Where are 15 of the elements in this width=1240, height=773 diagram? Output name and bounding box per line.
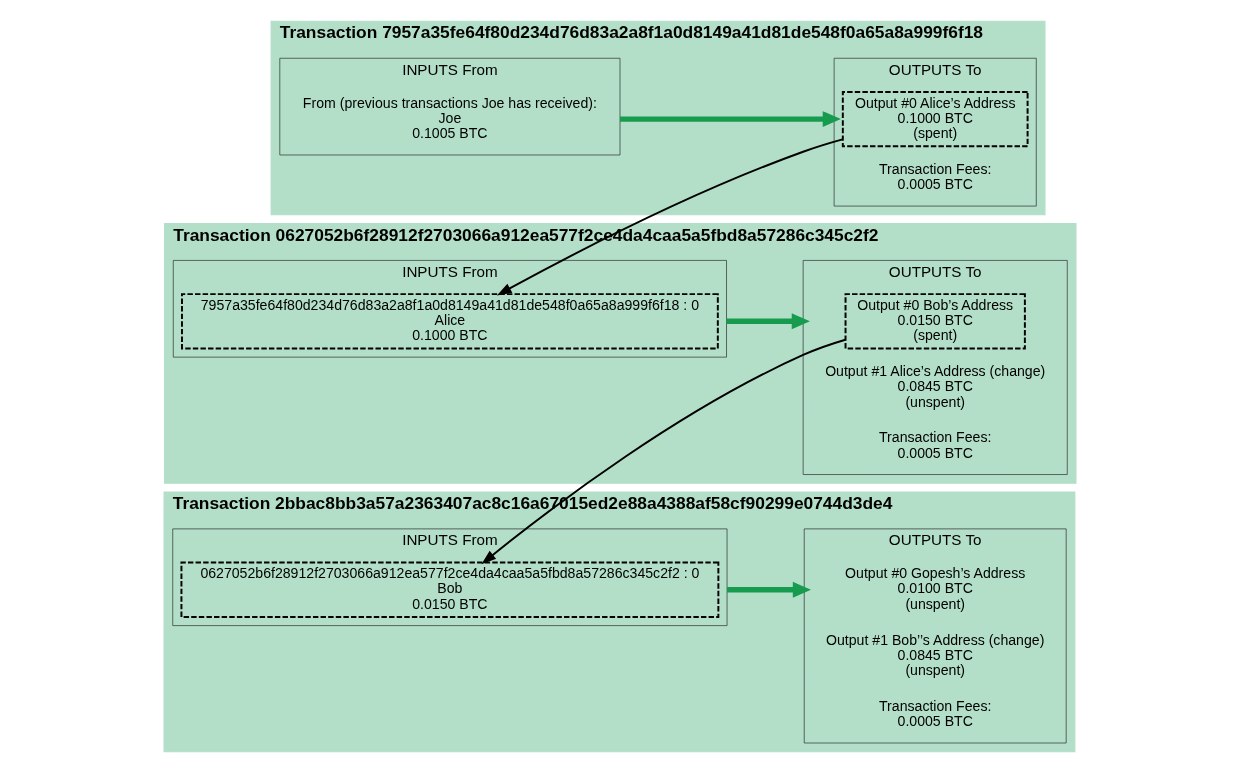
arrow: [726, 313, 810, 330]
node-box: Output #0 Alice’s Address 0.1000 BTC (spent): [841, 90, 1029, 148]
node-text: Output #1 Bob’’s Address (change) 0.0845 BTC (unspent): [826, 631, 1045, 678]
node-text: Transaction Fees: 0.0005 BTC: [879, 429, 992, 461]
arrow: [481, 338, 847, 565]
node-text: From (previous transactions Joe has received): Joe 0.1005 BTC: [302, 94, 597, 142]
node-box: Output #0 Bob’s Address 0.0150 BTC (spent): [844, 293, 1026, 350]
node-text: Output #1 Alice’s Address (change) 0.0845 BTC (unspent): [825, 363, 1046, 410]
arrow: [727, 581, 811, 598]
node-box: 7957a35fe64f80d234d76d83a2a8f1a0d8149a41d81de548f0a65a8a999f6f18 : 0 Alice 0.1000 BTC: [181, 293, 719, 350]
node-text: Transaction Fees: 0.0005 BTC: [879, 160, 992, 193]
node-text: Transaction Fees: 0.0005 BTC: [879, 697, 992, 730]
node-text: Output #0 Gopesh’s Address 0.0100 BTC (unspent): [845, 565, 1026, 612]
arrow: [620, 111, 841, 128]
node-box: 0627052b6f28912f2703066a912ea577f2ce4da4caa5a5fbd8a57286c345c2f2 : 0 Bob 0.0150 BTC: [180, 561, 720, 618]
